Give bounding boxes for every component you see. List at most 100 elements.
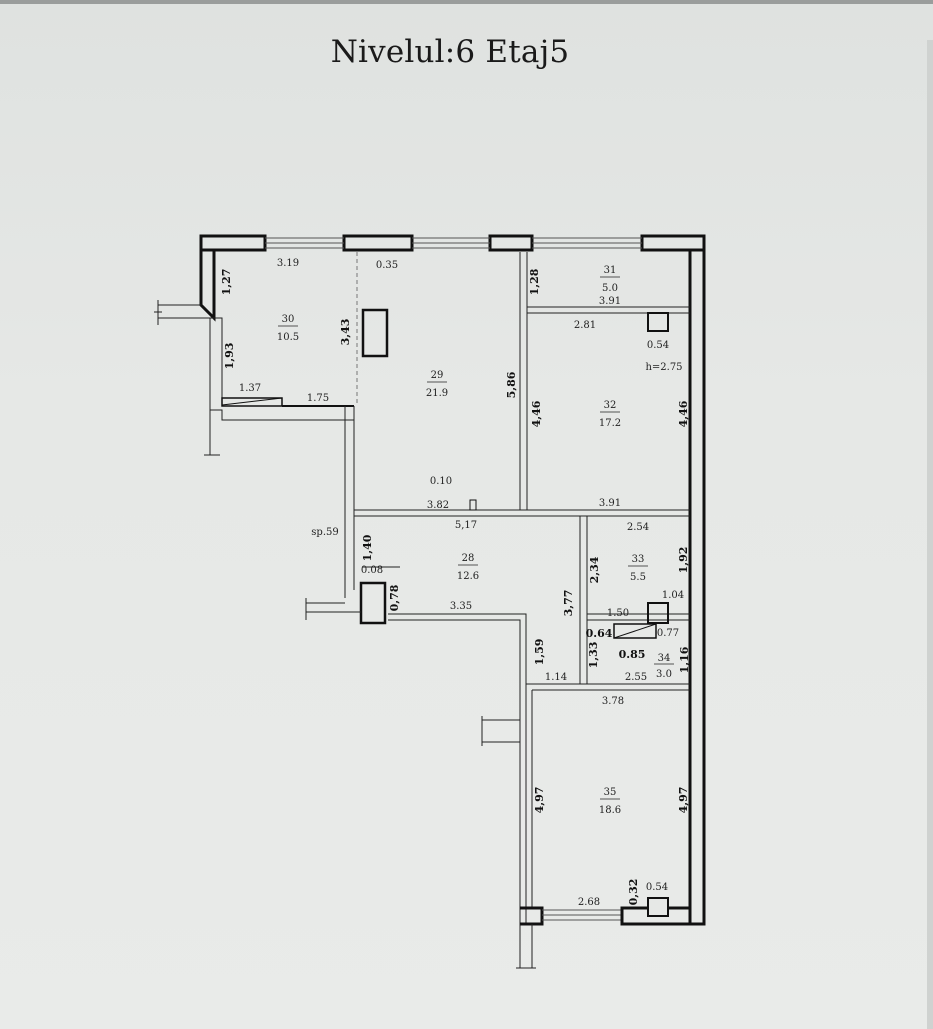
plan-title: Nivelul:6 Etaj5 — [330, 34, 570, 70]
pier-top-2 — [342, 234, 414, 252]
bath-fixture — [613, 623, 657, 639]
room-33-area: 5.5 — [630, 572, 646, 583]
dim-label: 5,17 — [455, 520, 477, 531]
column-mark — [469, 499, 477, 511]
wall-stub-28 — [306, 602, 361, 613]
wall-33-34 — [587, 613, 690, 621]
room-31-area: 5.0 — [602, 283, 618, 294]
dim-label: 0.54 — [646, 882, 668, 893]
dim-label: 2.81 — [574, 320, 596, 331]
dim-label: 4,46 — [530, 400, 543, 427]
dim-label: 1.37 — [239, 383, 261, 394]
shaft-31 — [647, 312, 669, 332]
dim-label: 2.54 — [627, 522, 649, 533]
dim-label: 2,34 — [588, 556, 601, 583]
room-35-number: 35 — [604, 787, 617, 798]
room-28-area: 12.6 — [457, 571, 479, 582]
pier-top-1 — [199, 234, 267, 252]
dim-label: 1.14 — [545, 672, 567, 683]
pier-bottom-left — [520, 906, 544, 926]
dim-label: 1,40 — [361, 534, 374, 561]
dim-label: 1.50 — [607, 608, 629, 619]
dim-label: 2.68 — [578, 897, 600, 908]
dim-label: 0.85 — [619, 648, 646, 661]
wall-28-33 — [579, 516, 588, 684]
window-top-3 — [532, 237, 642, 249]
room-32-area: 17.2 — [599, 418, 621, 429]
dim-label: 1,28 — [528, 268, 541, 295]
dim-label: 0.64 — [586, 627, 613, 640]
wall-left-lower — [204, 409, 354, 456]
window-bottom — [542, 909, 622, 921]
dim-label: 1.75 — [307, 393, 329, 404]
room-34-number: 34 — [658, 653, 671, 664]
dim-label: sp.59 — [311, 527, 338, 538]
dim-label: h=2.75 — [645, 362, 682, 373]
wall-28-south — [388, 613, 527, 924]
sheet-top-edge — [0, 0, 933, 4]
wall-29-32 — [519, 252, 528, 510]
niche-diag — [221, 397, 283, 406]
room-32-number: 32 — [604, 400, 617, 411]
break-left-1 — [154, 300, 162, 325]
shaft-33 — [647, 602, 669, 624]
room-31-number: 31 — [604, 265, 617, 276]
dim-label: 3.35 — [450, 601, 472, 612]
wall-left-top — [199, 236, 216, 322]
dim-label: 1,33 — [587, 642, 600, 669]
dim-label: 1.04 — [662, 590, 684, 601]
dim-label: 5,86 — [505, 371, 518, 398]
window-top-1 — [265, 237, 344, 249]
wall-niche — [221, 397, 283, 407]
room-33-number: 33 — [632, 554, 645, 565]
dim-label: 0.10 — [430, 476, 452, 487]
room-29-number: 29 — [431, 370, 444, 381]
shaft-28 — [359, 581, 387, 625]
dim-label: 0.08 — [361, 565, 383, 576]
wall-right-outer — [688, 236, 706, 926]
dim-label: 3,77 — [562, 590, 575, 617]
dim-label: 1,27 — [220, 269, 233, 296]
room-35-area: 18.6 — [599, 805, 621, 816]
dim-label: 0.35 — [376, 260, 398, 271]
dim-label: 0.54 — [647, 340, 669, 351]
dim-label: 4,97 — [533, 787, 546, 814]
wall-corridor-left — [344, 406, 355, 598]
room-labels: 30 10.5 29 21.9 31 5.0 32 17.2 28 12.6 3… — [277, 265, 674, 816]
dim-label: 4,97 — [677, 787, 690, 814]
dim-label: 4,46 — [677, 400, 690, 427]
dim-label: 1,59 — [533, 639, 546, 666]
dim-label: 3.91 — [599, 498, 621, 509]
stub-left-35 — [481, 716, 520, 746]
shaft-35 — [647, 897, 669, 917]
dim-label: 3.91 — [599, 296, 621, 307]
dim-label: 1,92 — [677, 547, 690, 574]
sheet-right-edge — [927, 40, 933, 1029]
dim-label: 3.82 — [427, 500, 449, 511]
dim-label: 0.77 — [657, 628, 679, 639]
dim-label: 0,78 — [388, 584, 401, 611]
dim-label: 0,32 — [627, 879, 640, 906]
room-30-number: 30 — [282, 314, 295, 325]
dim-label: 1,16 — [678, 646, 691, 673]
wall-bottom-stub — [516, 924, 536, 969]
dim-label: 3.19 — [277, 258, 299, 269]
wall-mid-horizontal — [354, 509, 690, 517]
room-29-area: 21.9 — [426, 388, 448, 399]
walls — [154, 234, 706, 969]
wall-34-35 — [526, 683, 690, 691]
pier-top-4 — [640, 234, 706, 252]
room-34-area: 3.0 — [656, 669, 672, 680]
dim-label: 2.55 — [625, 672, 647, 683]
wall-stub-left — [158, 304, 214, 319]
dimension-labels: 3.19 0.35 1,28 3.91 1,27 3,43 2.81 0.54 … — [220, 258, 691, 908]
pier-top-3 — [488, 234, 534, 252]
window-top-2 — [412, 237, 490, 249]
column-29 — [361, 308, 389, 358]
dim-label: 3,43 — [339, 319, 352, 346]
dim-label: 3.78 — [602, 696, 624, 707]
wall-left-mid — [209, 317, 223, 455]
dim-label: 1,93 — [223, 343, 236, 370]
